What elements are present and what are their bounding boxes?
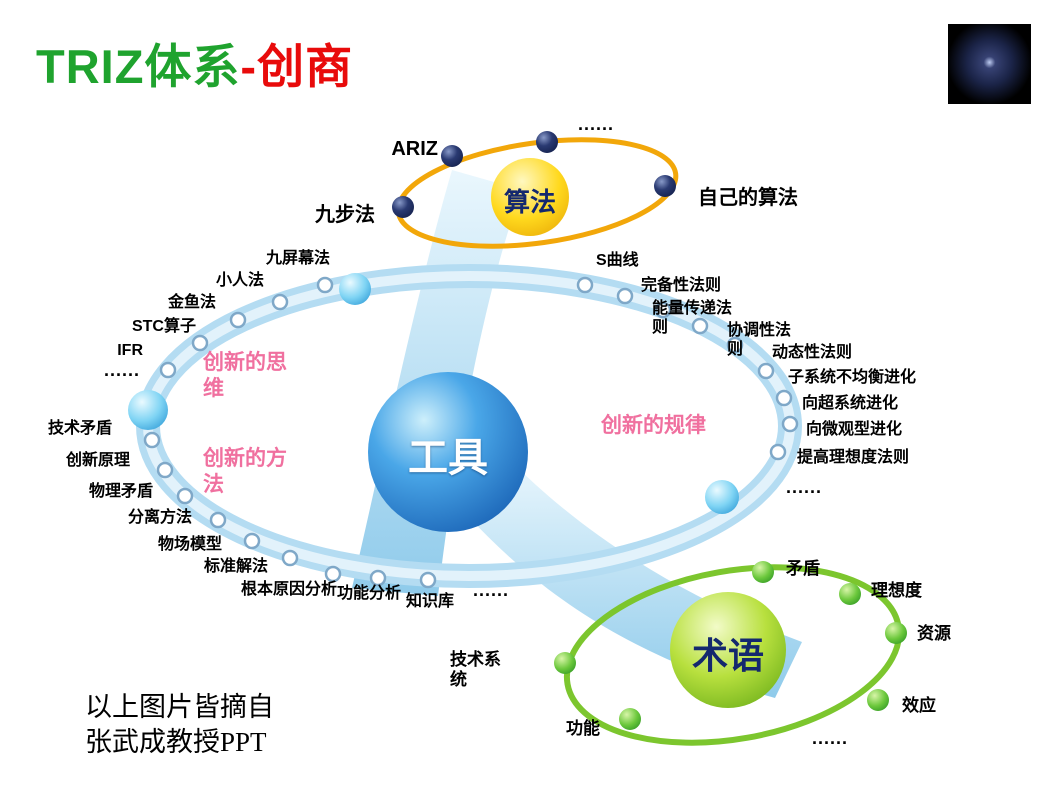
node-circle <box>271 293 289 311</box>
navy-node <box>536 131 558 153</box>
node-circle <box>369 569 387 587</box>
label-own-algorithm: 自己的算法 <box>698 187 798 209</box>
credit-line-1: 以上图片皆摘自 <box>85 692 274 722</box>
label-ariz: ARIZ <box>391 138 438 160</box>
navy-node <box>441 145 463 167</box>
label-knowledge-base: 知识库 <box>406 593 455 610</box>
label-function-analysis: 功能分析 <box>337 585 402 602</box>
galaxy-logo-icon <box>948 24 1031 104</box>
green-node <box>752 561 774 583</box>
pink-label-innovative-laws: 创新的规律 <box>601 414 706 437</box>
title-green-part: TRIZ体系 <box>36 40 241 93</box>
node-circle <box>726 336 744 354</box>
label-dots-right: ...... <box>786 477 823 497</box>
label-completeness-law: 完备性法则 <box>641 277 722 294</box>
title-red-part: -创商 <box>240 40 354 93</box>
label-ifr: IFR <box>117 342 143 359</box>
green-node <box>885 622 907 644</box>
label-energy-transfer-law: 能量传递法则 <box>652 300 733 336</box>
node-circle <box>419 571 437 589</box>
green-node <box>839 583 861 605</box>
node-circle <box>691 317 709 335</box>
green-node <box>867 689 889 711</box>
label-effects: 效应 <box>902 696 936 715</box>
terms-sphere-label: 术语 <box>691 635 764 676</box>
label-invention-principles: 创新原理 <box>65 452 130 469</box>
node-circle <box>281 549 299 567</box>
label-s-curve: S曲线 <box>596 252 639 269</box>
label-dots-terms: ...... <box>812 728 849 748</box>
node-circle <box>757 362 775 380</box>
label-dots-bottom: ...... <box>473 580 510 600</box>
label-ideality-increase-law: 提高理想度法则 <box>797 449 910 466</box>
label-physical-contradiction: 物理矛盾 <box>88 483 153 500</box>
algorithm-sphere-label: 算法 <box>503 187 556 217</box>
label-subsystem-uneven-evolution: 子系统不均衡进化 <box>788 369 917 386</box>
node-circle <box>191 334 209 352</box>
node-circle <box>143 431 161 449</box>
label-goldfish-method: 金鱼法 <box>167 294 216 311</box>
cyan-sphere <box>128 390 168 430</box>
tools-orbit-nodes <box>143 276 799 589</box>
pink-label-innovative-thinking: 创新的思维 <box>203 351 287 401</box>
label-micro-level-evolution: 向微观型进化 <box>806 421 903 438</box>
node-circle <box>243 532 261 550</box>
green-node <box>619 708 641 730</box>
green-node <box>554 652 576 674</box>
node-circle <box>209 511 227 529</box>
tools-sphere <box>368 372 528 532</box>
node-circle <box>229 311 247 329</box>
label-coordination-law: 协调性法则 <box>727 322 792 358</box>
navy-node <box>392 196 414 218</box>
label-function: 功能 <box>566 719 600 738</box>
node-circle <box>769 443 787 461</box>
algorithm-sphere <box>491 158 569 236</box>
label-contradiction: 矛盾 <box>786 559 820 578</box>
node-circle <box>781 415 799 433</box>
node-circle <box>616 287 634 305</box>
credit-line-2: 张武成教授PPT <box>85 727 267 758</box>
label-su-field-model: 物场模型 <box>157 536 222 553</box>
navy-node <box>654 175 676 197</box>
terms-sphere <box>670 592 786 708</box>
tools-sphere-label: 工具 <box>408 436 488 480</box>
label-separation-methods: 分离方法 <box>127 509 192 526</box>
label-root-cause-analysis: 根本原因分析 <box>240 581 337 598</box>
node-circle <box>156 461 174 479</box>
node-circle <box>654 301 672 319</box>
node-circle <box>324 565 342 583</box>
label-dynamics-law: 动态性法则 <box>772 344 853 361</box>
label-super-system-evolution: 向超系统进化 <box>802 395 899 412</box>
node-circle <box>775 389 793 407</box>
label-stc-operator: STC算子 <box>131 318 196 335</box>
terms-orbit-nodes <box>554 561 907 730</box>
page-title: TRIZ体系-创商 <box>36 28 353 97</box>
credit-note: 以上图片皆摘自 张武成教授PPT <box>85 690 274 760</box>
label-nine-screens: 九屏幕法 <box>265 250 330 267</box>
label-dots-algorithm: ...... <box>578 114 615 134</box>
cyan-sphere <box>705 480 739 514</box>
label-ideality: 理想度 <box>871 581 922 600</box>
cyan-sphere <box>339 273 371 305</box>
node-circle <box>176 487 194 505</box>
pink-label-innovative-method: 创新的方法 <box>203 447 287 497</box>
algorithm-orbit-nodes <box>392 131 676 218</box>
label-dots-left: ...... <box>103 360 140 380</box>
label-tech-contradiction: 技术矛盾 <box>47 420 112 437</box>
cyan-junction-spheres <box>128 273 739 514</box>
node-circle <box>159 361 177 379</box>
label-nine-step-method: 九步法 <box>315 204 375 226</box>
label-standard-solutions: 标准解法 <box>203 558 268 575</box>
node-circle <box>316 276 334 294</box>
label-little-people: 小人法 <box>215 272 264 289</box>
node-circle <box>576 276 594 294</box>
label-tech-system: 技术系统 <box>450 650 501 690</box>
label-resources: 资源 <box>917 624 951 643</box>
